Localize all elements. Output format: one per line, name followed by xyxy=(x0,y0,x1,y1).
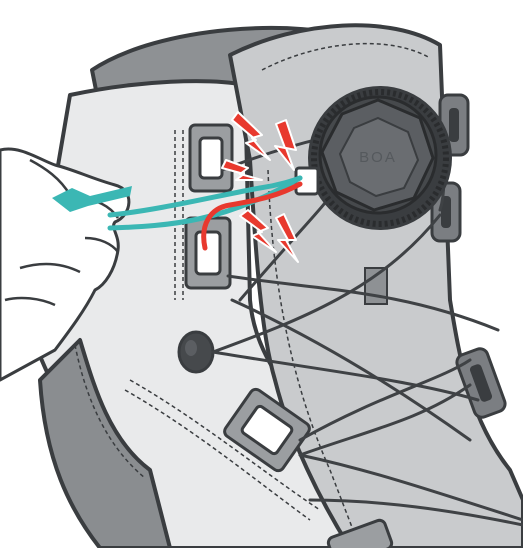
lace-guide-left-mid xyxy=(186,218,230,288)
boa-logo: BOA xyxy=(359,149,397,166)
lace-anchor-post xyxy=(179,332,213,372)
lace-guide-left-top xyxy=(190,125,232,191)
